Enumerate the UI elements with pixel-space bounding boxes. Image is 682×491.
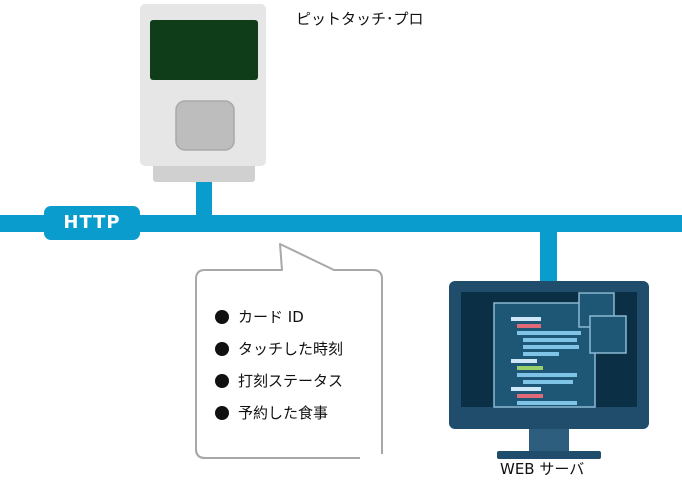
data-items-list: カード ID タッチした時刻 打刻ステータス 予約した食事	[215, 306, 343, 434]
list-item-text: タッチした時刻	[238, 340, 344, 358]
card-reader-device	[140, 4, 266, 182]
list-item-text: カード ID	[238, 308, 304, 326]
http-badge	[44, 206, 140, 240]
list-item-text: 予約した食事	[238, 404, 329, 422]
bullet-icon	[215, 406, 229, 420]
list-item: カード ID	[215, 306, 343, 338]
list-item: 打刻ステータス	[215, 370, 343, 402]
bullet-icon	[215, 342, 229, 356]
list-item-text: 打刻ステータス	[238, 372, 344, 390]
device-label: ピットタッチ･プロ	[296, 10, 424, 28]
http-label: HTTP	[63, 212, 121, 233]
network-line	[0, 215, 682, 232]
device-connector	[196, 175, 212, 217]
server-label: WEB サーバ	[500, 460, 585, 478]
list-item: 予約した食事	[215, 402, 343, 434]
list-item: タッチした時刻	[215, 338, 343, 370]
code-window-icon	[493, 302, 596, 408]
bullet-icon	[215, 374, 229, 388]
bullet-icon	[215, 310, 229, 324]
monitor-icon	[449, 281, 649, 459]
server-connector	[540, 228, 557, 284]
